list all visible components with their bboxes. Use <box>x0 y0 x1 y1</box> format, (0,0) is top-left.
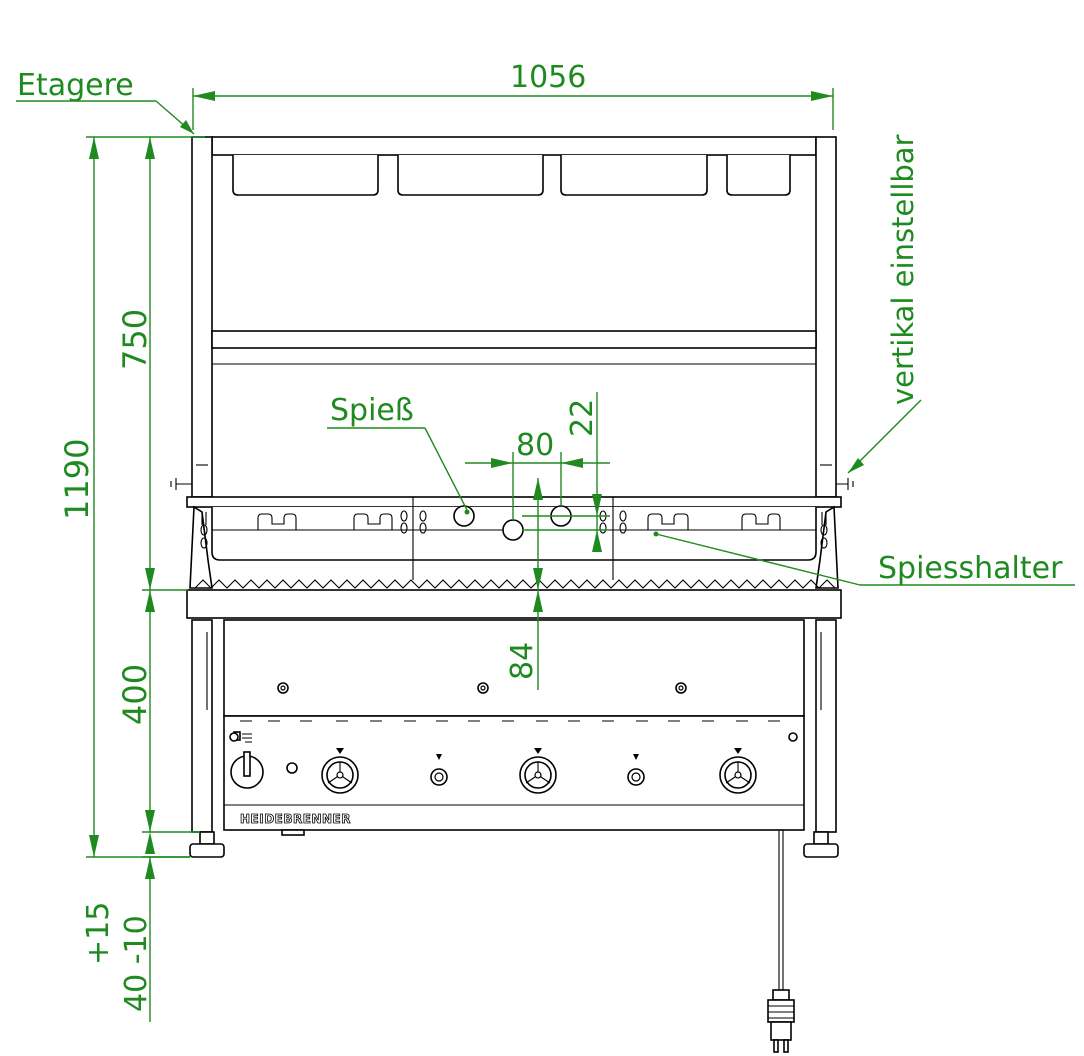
label-spiesshalter: Spiesshalter <box>878 551 1063 586</box>
label-vertikal: vertikal einstellbar <box>886 134 920 405</box>
dim-height-total: 1190 <box>58 439 96 520</box>
brand-logo: HEIDEBRENNER <box>240 812 351 826</box>
dim-feet-plus: +15 <box>81 902 116 965</box>
burner-knob-2 <box>519 748 557 794</box>
label-etagere: Etagere <box>17 68 134 103</box>
burner-knob-1 <box>321 748 359 794</box>
pilot-button-2 <box>627 754 645 786</box>
label-spiess: Spieß <box>330 393 414 428</box>
dim-height-top: 750 <box>116 309 154 370</box>
pilot-button-1 <box>430 754 448 786</box>
dim-offset: 22 <box>565 399 600 437</box>
grill-outline: HEIDEBRENNER <box>170 136 854 1053</box>
dim-width: 1056 <box>510 60 586 95</box>
dimension-lines <box>16 88 1075 1022</box>
dim-feet-minus: 40 -10 <box>119 915 154 1012</box>
dim-spacing: 80 <box>516 428 554 463</box>
burner-knob-3 <box>719 748 757 794</box>
dimension-labels: Etagere 1056 vertikal einstellbar 1190 7… <box>17 60 1063 1012</box>
dim-depth: 84 <box>505 642 540 680</box>
dim-height-bottom: 400 <box>116 664 154 725</box>
